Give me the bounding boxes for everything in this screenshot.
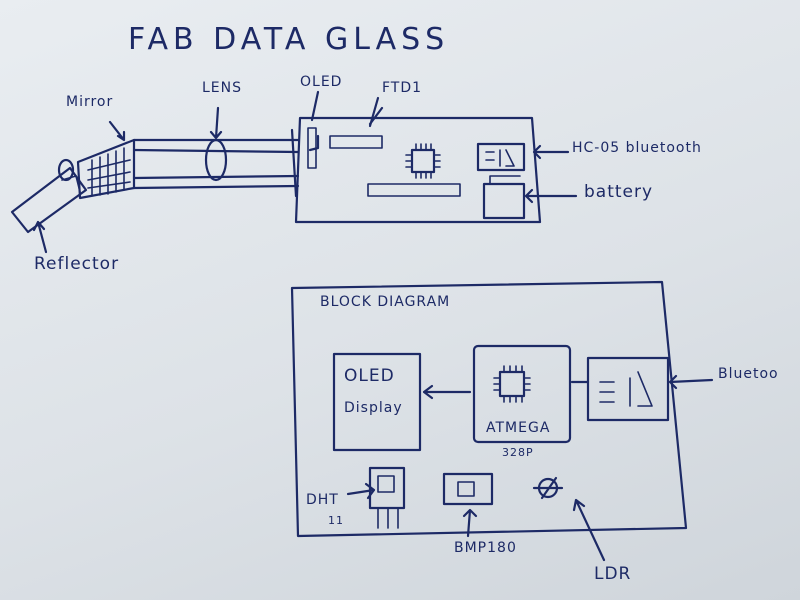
ftdi-label: FTD1 — [382, 80, 423, 96]
oled-display-box — [332, 352, 422, 452]
main-board — [294, 106, 542, 224]
atmega-box — [472, 344, 572, 444]
oled-display-label-line2: Display — [344, 400, 403, 416]
oled-label: OLED — [300, 74, 343, 90]
dht-label: DHT — [306, 492, 339, 508]
mirror-label: Mirror — [66, 94, 114, 110]
dht-sensor — [346, 466, 406, 529]
battery-label: battery — [584, 182, 654, 202]
block-diagram-heading: BLOCK DIAGRAM — [320, 294, 451, 310]
reflector-shape — [10, 158, 88, 234]
bluetooth-module-label: HC-05 bluetooth — [572, 140, 702, 156]
oled-display-label-line1: OLED — [344, 366, 395, 386]
bmp-sensor — [442, 472, 494, 538]
atmega-model-label: 328P — [502, 446, 534, 459]
reflector-label: Reflector — [34, 254, 120, 274]
bmp-label: BMP180 — [454, 540, 517, 556]
block-arrows — [422, 374, 714, 400]
lens-label: LENS — [202, 80, 243, 96]
bluetooth-block-label: Bluetoo — [718, 366, 779, 382]
ldr-label: LDR — [594, 564, 632, 584]
top-pointers — [32, 90, 578, 254]
diagram-title: FAB DATA GLASS — [128, 22, 450, 57]
dht-sub-label: 11 — [328, 514, 344, 527]
block-diagram-frame — [290, 280, 688, 538]
optical-tube — [132, 128, 300, 198]
ldr-sensor — [532, 476, 606, 562]
atmega-label: ATMEGA — [486, 420, 551, 436]
bluetooth-box — [586, 356, 670, 422]
